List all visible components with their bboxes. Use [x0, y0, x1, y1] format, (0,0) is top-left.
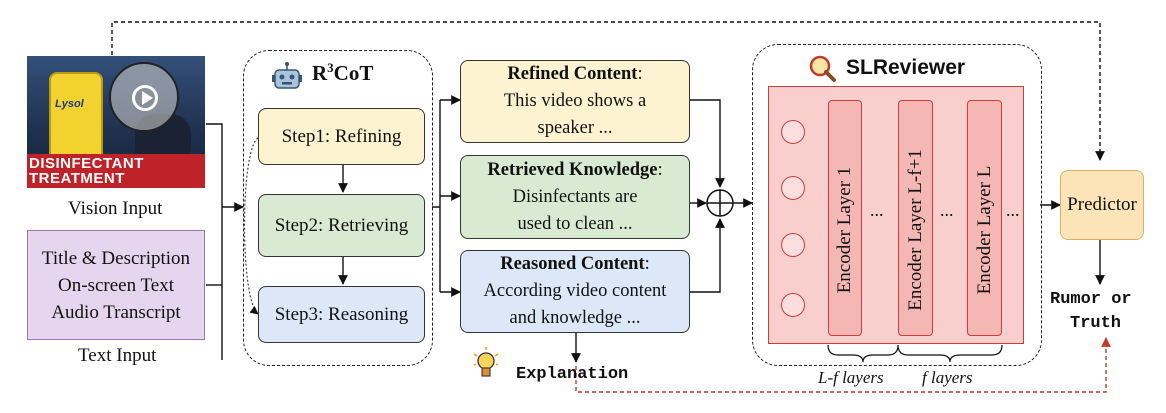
step3-box[interactable]: Step3: Reasoning	[258, 286, 425, 343]
input-neuron	[781, 176, 805, 200]
magnifier-icon	[809, 55, 836, 82]
result-line1: Rumor or	[1050, 290, 1132, 309]
refined-to-sum-arrow	[690, 99, 725, 188]
r3cot-title-suffix: CoT	[333, 61, 374, 85]
text-input-box: Title & Description On-screen Text Audio…	[27, 230, 205, 340]
predictor-label: Predictor	[1067, 194, 1137, 215]
input-neuron	[781, 293, 805, 317]
vision-input-label: Vision Input	[68, 198, 163, 219]
r3cot-title-sup: 3	[327, 60, 334, 75]
retrieved-colon: :	[657, 159, 663, 180]
retrieved-title: Retrieved Knowledge	[487, 159, 658, 180]
reasoned-colon: :	[644, 254, 650, 274]
text-input-line: On-screen Text	[58, 274, 174, 296]
refined-title: Refined Content	[507, 64, 638, 84]
ellipsis: ...	[1006, 200, 1020, 220]
banner	[27, 154, 205, 188]
ellipsis: ...	[870, 200, 884, 220]
text-input-label: Text Input	[78, 345, 157, 366]
r3cot-title: R3CoT	[312, 60, 373, 86]
encoder-layer-1: Encoder Layer 1	[828, 100, 862, 336]
slreviewer-group	[752, 44, 1042, 366]
step1-box[interactable]: Step1: Refining	[258, 108, 425, 165]
reasoned-to-sum-arrow	[690, 218, 725, 293]
vision-to-predictor-dashed-connector	[111, 21, 1105, 161]
reasoned-title: Reasoned Content	[500, 254, 645, 274]
play-icon	[142, 91, 153, 105]
banner-line2: TREATMENT	[29, 170, 125, 187]
retrieved-knowledge-box[interactable]: Retrieved Knowledge: Disinfectants are u…	[460, 155, 690, 239]
r3cot-title-prefix: R	[312, 61, 328, 85]
brace-left	[827, 344, 899, 363]
result-line2: Truth	[1070, 314, 1122, 333]
retrieved-line: used to clean ...	[517, 213, 633, 234]
robot-icon	[272, 62, 302, 89]
refined-line: This video shows a	[503, 91, 647, 111]
predictor-box[interactable]: Predictor	[1060, 170, 1144, 240]
step2-box[interactable]: Step2: Retrieving	[258, 194, 425, 257]
r3cot-to-outputs-connector	[432, 100, 441, 292]
refined-line: speaker ...	[537, 118, 613, 138]
reasoned-content-box[interactable]: Reasoned Content: According video conten…	[460, 250, 690, 333]
encoder-layer-l-label: Encoder Layer L	[973, 165, 995, 295]
step1-to-step3-dotted-curve	[243, 137, 259, 315]
input-neuron	[781, 233, 805, 257]
input-neuron	[781, 120, 805, 144]
step1-label: Step1: Refining	[281, 125, 402, 147]
refined-content-box[interactable]: Refined Content: This video shows a spea…	[460, 60, 690, 143]
refined-colon: :	[637, 64, 643, 84]
ellipsis: ...	[940, 200, 954, 220]
lightbulb-icon	[473, 347, 499, 377]
encoder-layer-l: Encoder Layer L	[967, 100, 1002, 336]
slreviewer-title: SLReviewer	[846, 56, 966, 79]
explanation-label: Explanation	[516, 365, 629, 384]
encoder-layer-lf1-label: Encoder Layer L-f+1	[904, 148, 926, 311]
vision-input-connector	[206, 123, 223, 360]
retrieved-line: Disinfectants are	[512, 186, 638, 207]
text-input-line: Title & Description	[41, 247, 191, 269]
encoder-layer-1-label: Encoder Layer 1	[834, 166, 855, 293]
brace-right-label: f layers	[922, 368, 973, 387]
brace-left-label: L-f layers	[818, 368, 884, 387]
brace-right	[897, 344, 1003, 363]
reasoned-line: According video content	[483, 281, 667, 301]
video-thumbnail[interactable]: Lysol DISINFECTANT TREATMENT	[27, 56, 205, 188]
r3cot-group	[243, 50, 433, 366]
step2-label: Step2: Retrieving	[274, 214, 409, 236]
step3-label: Step3: Reasoning	[274, 303, 409, 325]
wipes-canister: Lysol	[49, 72, 103, 162]
banner-line1: DISINFECTANT	[29, 155, 144, 172]
sum-node	[706, 189, 734, 217]
product-label: Lysol	[55, 98, 84, 110]
encoder-layer-lf1: Encoder Layer L-f+1	[898, 100, 933, 336]
play-button[interactable]	[109, 62, 179, 132]
reasoned-line: and knowledge ...	[509, 308, 641, 328]
text-input-line: Audio Transcript	[51, 301, 181, 323]
explanation-to-result-dashed-arrow	[575, 337, 1111, 393]
play-icon-ring	[132, 85, 158, 111]
